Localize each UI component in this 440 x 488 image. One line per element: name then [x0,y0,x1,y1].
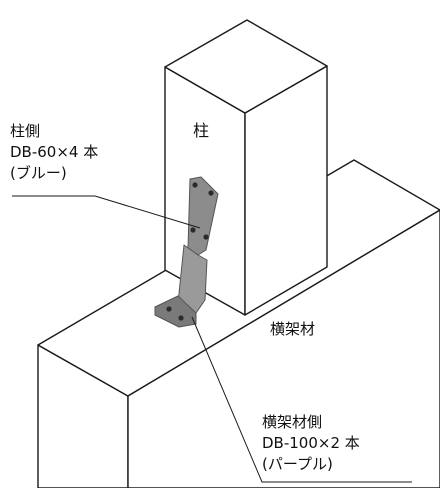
column [164,19,328,316]
column-label: 柱 [193,121,210,140]
screw-hole-icon [190,227,196,233]
beam-side-title: 横架材側 [262,413,323,431]
beam-side-color-note: (パープル) [262,455,333,473]
column-side-title: 柱側 [10,122,41,140]
column-side-part: DB-60×4 本 [10,143,99,161]
beam-side-callout: 横架材側 DB-100×2 本 (パープル) [262,412,360,475]
beam-side-part: DB-100×2 本 [262,434,360,452]
beam-side-leader-line [191,316,412,483]
screw-hole-icon [208,190,214,196]
column-side-color-note: (ブルー) [10,164,67,182]
screw-hole-icon [203,234,209,240]
column-side-callout: 柱側 DB-60×4 本 (ブルー) [10,121,98,184]
bracket-foot [154,295,197,328]
beam-side-face [127,209,440,488]
bracket [154,176,219,328]
screw-hole-icon [192,182,198,188]
column-side-leader-line [12,195,201,229]
column-top-face [164,19,328,114]
screw-hole-icon [166,306,172,312]
beam-label: 横架材 [270,320,316,338]
screw-hole-icon [178,315,184,321]
